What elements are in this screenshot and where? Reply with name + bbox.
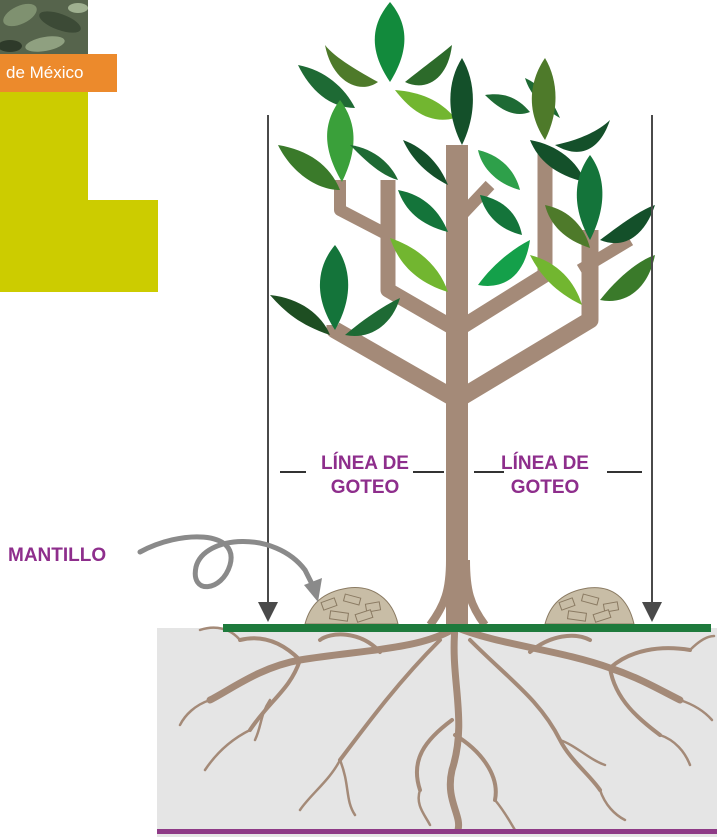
mulch-pointer-arrow xyxy=(140,537,315,590)
ground-surface-line xyxy=(223,624,711,632)
drip-line-label-left: LÍNEA DEGOTEO xyxy=(305,452,425,500)
roots xyxy=(180,628,714,830)
mulch-pointer-arrowhead xyxy=(304,578,322,602)
bottom-border-line xyxy=(157,829,717,834)
drip-line-label-right: LÍNEA DEGOTEO xyxy=(485,452,605,500)
mulch-pile-right xyxy=(545,588,634,624)
mulch-label: MANTILLO xyxy=(8,544,106,568)
